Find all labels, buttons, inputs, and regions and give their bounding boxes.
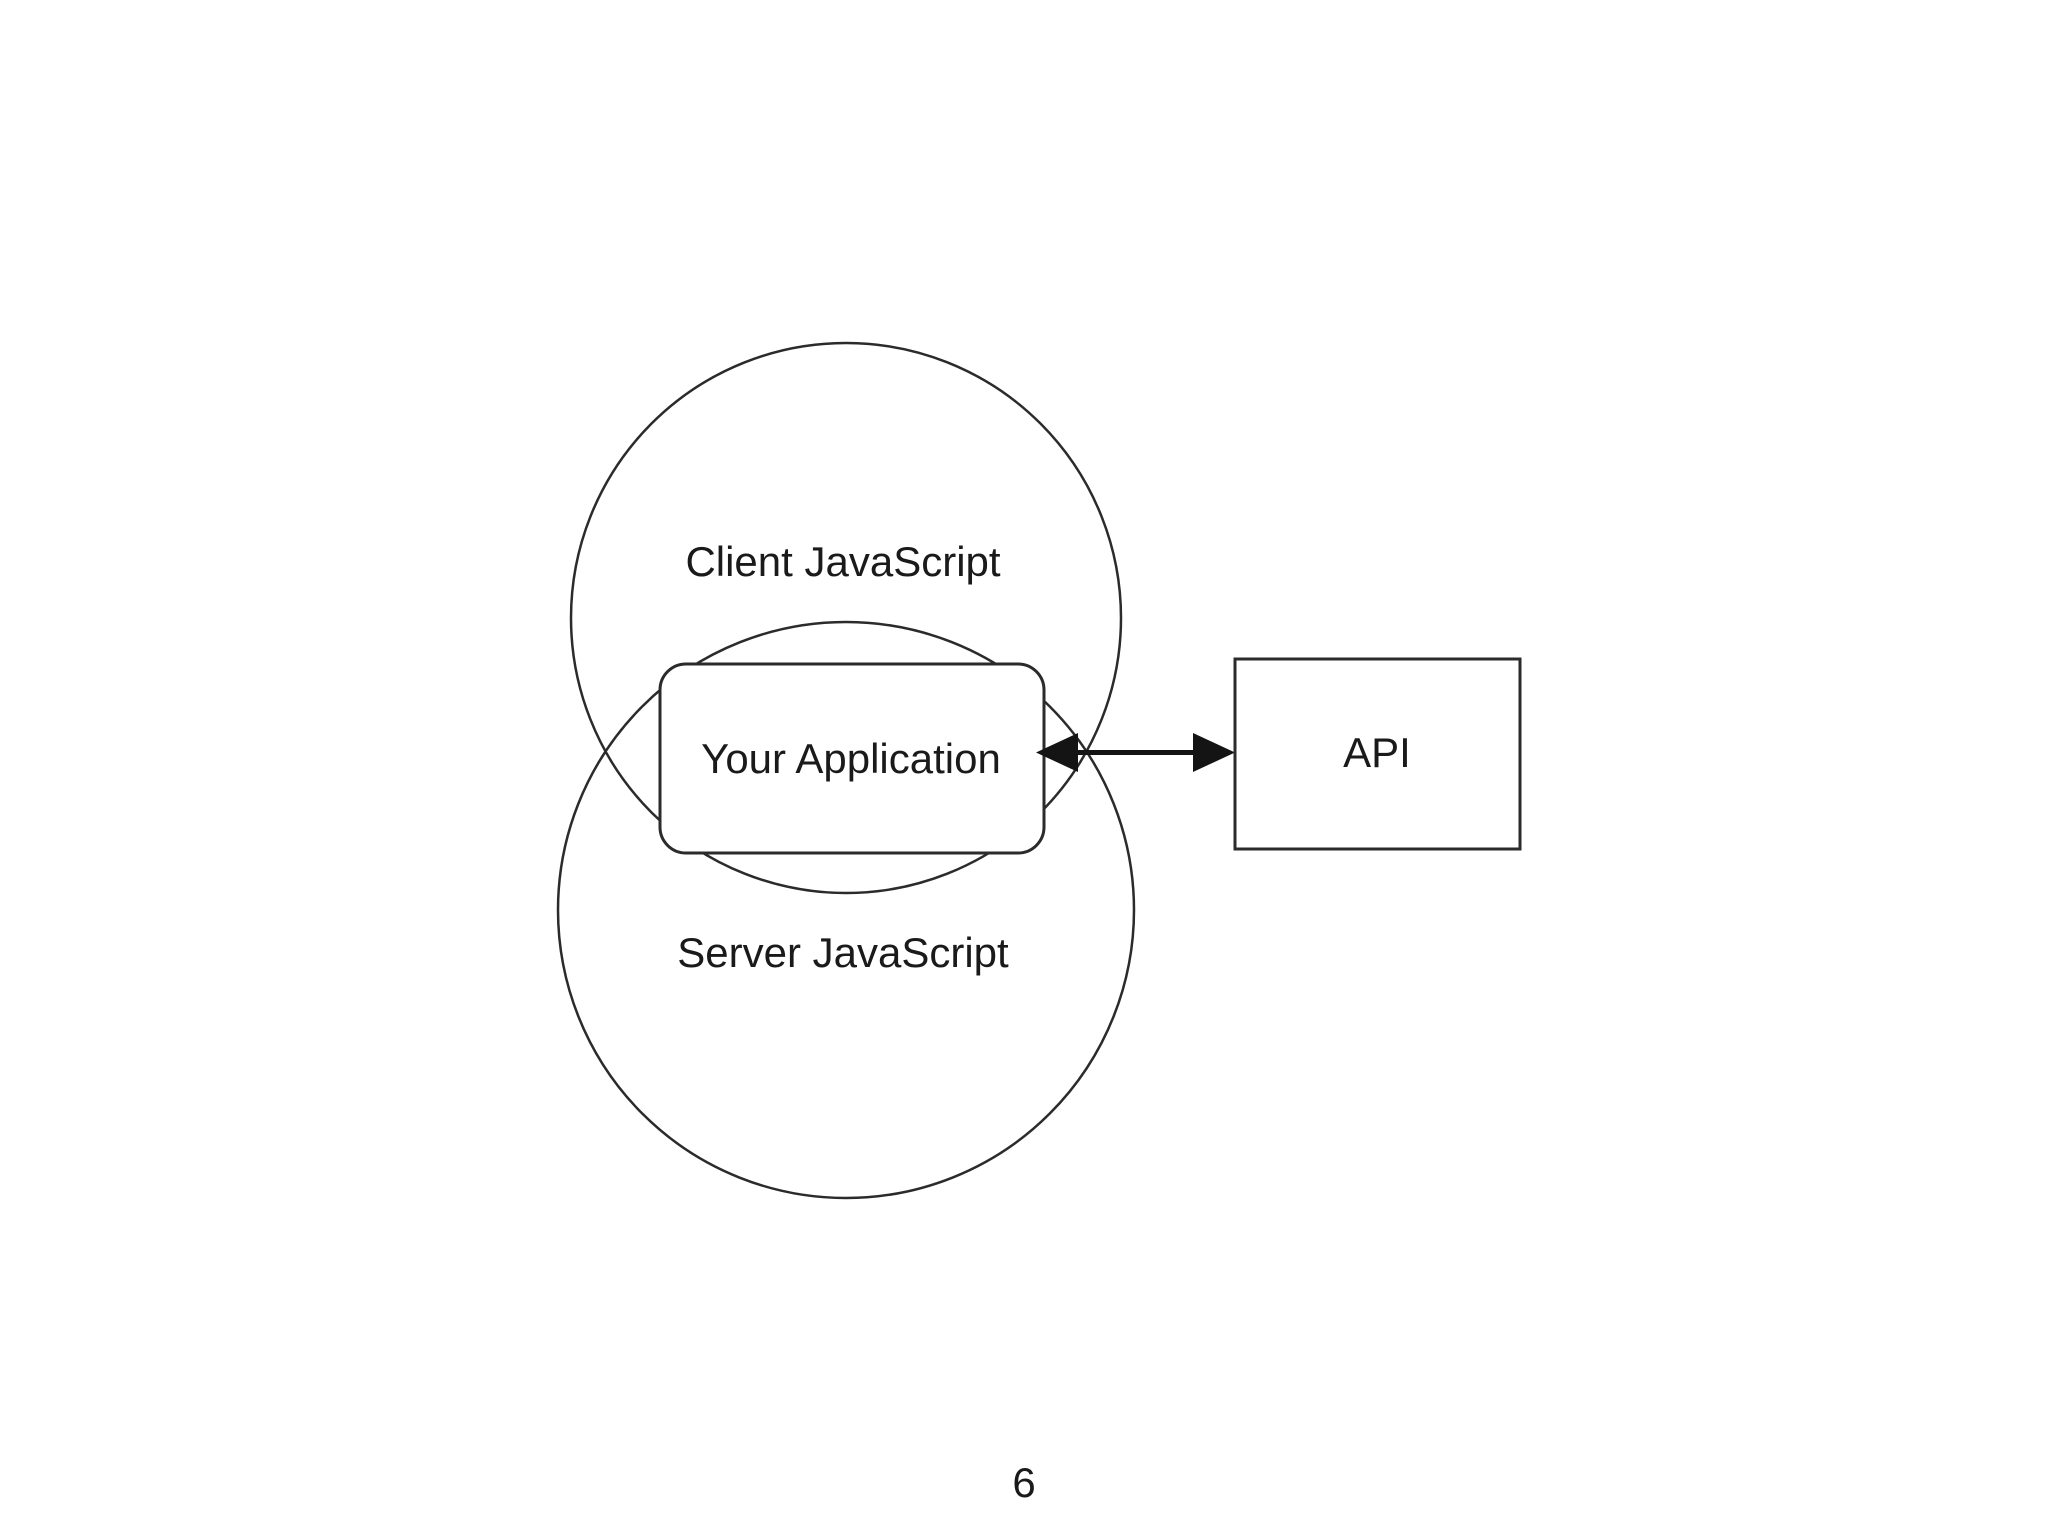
client-javascript-circle [569,341,1123,895]
server-javascript-circle [556,620,1136,1200]
your-application-label: Your Application [701,735,1001,782]
page-number: 6 [1012,1459,1036,1506]
client-circle-label: Client JavaScript [685,538,1000,585]
arrowhead-right-icon [1193,733,1235,772]
arrowhead-left-icon [1036,733,1078,772]
api-box [1233,657,1522,851]
your-application-box [658,662,1046,855]
api-box-label: API [1343,729,1411,776]
server-circle-label: Server JavaScript [677,929,1009,976]
